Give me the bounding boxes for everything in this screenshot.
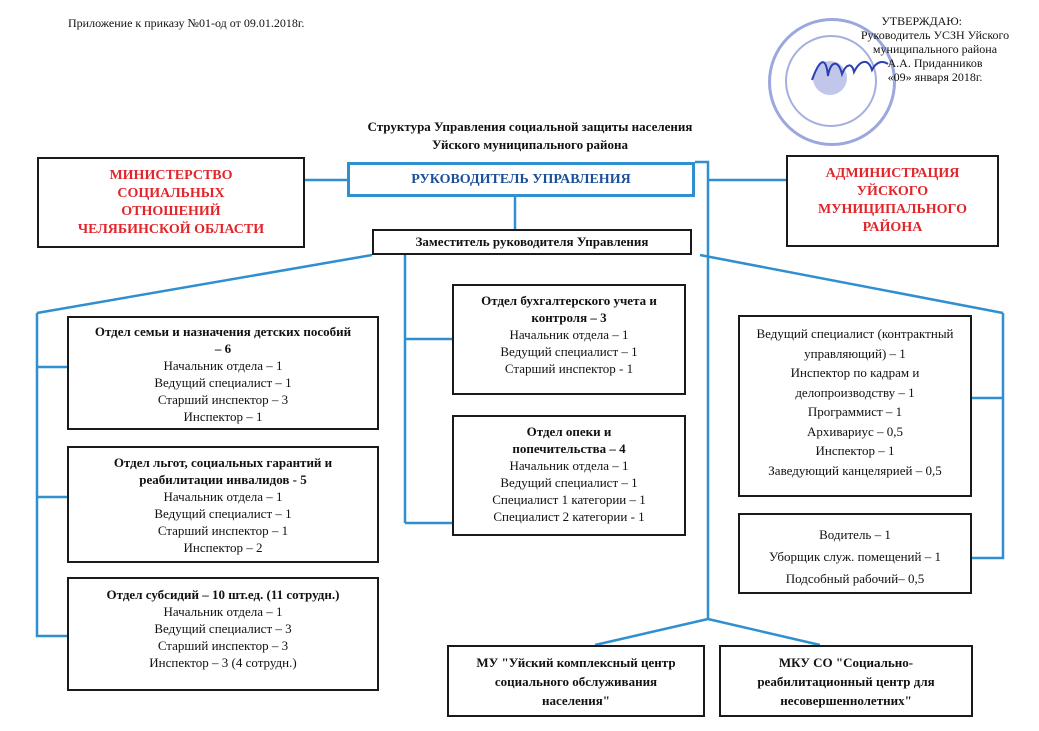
center-rehabilitation: МКУ СО "Социально-реабилитационный центр… (719, 645, 973, 717)
center-social-service-label: МУ "Уйский комплексный центр социального… (476, 655, 676, 708)
staff-box: Ведущий специалист (контрактный управляю… (738, 315, 972, 497)
approve-label: УТВЕРЖДАЮ: (881, 14, 962, 28)
dept-benefits-line: Инспектор – 2 (183, 540, 263, 555)
dept-guardianship-line: Начальник отдела – 1 (509, 458, 629, 473)
dept-benefits-line: Начальник отдела – 1 (163, 489, 283, 504)
dept-family-line: Ведущий специалист – 1 (154, 375, 292, 390)
staff-line: Заведующий канцелярией – 0,5 (768, 462, 942, 478)
dept-accounting-title: Отдел бухгалтерского учета и контроля – … (481, 293, 657, 325)
service-line: Водитель – 1 (819, 527, 891, 542)
administration-label: АДМИНИСТРАЦИЯ УЙСКОГО МУНИЦИПАЛЬНОГО РАЙ… (818, 166, 967, 235)
approve-date: «09» января 2018г. (887, 70, 983, 84)
dept-benefits-title: Отдел льгот, социальных гарантий и реаби… (113, 455, 333, 487)
dept-benefits: Отдел льгот, социальных гарантий и реаби… (67, 446, 379, 563)
ministry-box: МИНИСТЕРСТВО СОЦИАЛЬНЫХ ОТНОШЕНИЙ ЧЕЛЯБИ… (37, 157, 305, 248)
approver-department: муниципального района (872, 42, 998, 56)
service-box: Водитель – 1 Уборщик служ. помещений – 1… (738, 513, 972, 594)
dept-benefits-line: Старший инспектор – 1 (157, 523, 289, 538)
dept-benefits-line: Ведущий специалист – 1 (154, 506, 292, 521)
ministry-label: МИНИСТЕРСТВО СОЦИАЛЬНЫХ ОТНОШЕНИЙ ЧЕЛЯБИ… (77, 167, 265, 237)
dept-guardianship: Отдел опеки и попечительства – 4 Начальн… (452, 415, 686, 536)
staff-line: Инспектор по кадрам и делопроизводству –… (790, 365, 920, 400)
approver-name: А.А. Приданников (887, 56, 983, 70)
dept-accounting-line: Старший инспектор - 1 (504, 361, 634, 376)
dept-accounting-line: Начальник отдела – 1 (509, 327, 629, 342)
title-line-1: Структура Управления социальной защиты н… (367, 119, 693, 134)
service-line: Уборщик служ. помещений – 1 (769, 549, 941, 564)
dept-family-title: Отдел семьи и назначения детских пособий… (94, 324, 352, 356)
deputy-box: Заместитель руководителя Управления (372, 229, 692, 255)
dept-family: Отдел семьи и назначения детских пособий… (67, 316, 379, 430)
staff-line: Программист – 1 (807, 404, 903, 419)
staff-line: Ведущий специалист (контрактный управляю… (756, 326, 954, 361)
dept-subsidies-line: Старший инспектор – 3 (157, 638, 289, 653)
approver-position: Руководитель УСЗН Уйского (860, 28, 1010, 42)
approve-block: УТВЕРЖДАЮ: Руководитель УСЗН Уйского мун… (840, 14, 1030, 84)
page-title: Структура Управления социальной защиты н… (300, 118, 760, 154)
staff-line: Инспектор – 1 (815, 443, 895, 458)
administration-box: АДМИНИСТРАЦИЯ УЙСКОГО МУНИЦИПАЛЬНОГО РАЙ… (786, 155, 999, 247)
dept-accounting-line: Ведущий специалист – 1 (500, 344, 638, 359)
center-social-service: МУ "Уйский комплексный центр социального… (447, 645, 705, 717)
center-rehabilitation-label: МКУ СО "Социально-реабилитационный центр… (757, 655, 935, 708)
deputy-label: Заместитель руководителя Управления (415, 234, 649, 249)
dept-family-line: Начальник отдела – 1 (163, 358, 283, 373)
dept-guardianship-line: Специалист 1 категории – 1 (492, 492, 646, 507)
title-line-2: Уйского муниципального района (431, 137, 629, 152)
dept-family-line: Инспектор – 1 (183, 409, 263, 424)
appendix-note: Приложение к приказу №01-од от 09.01.201… (68, 16, 305, 30)
dept-family-line: Старший инспектор – 3 (157, 392, 289, 407)
dept-subsidies-line: Инспектор – 3 (4 сотрудн.) (149, 655, 297, 670)
head-box: РУКОВОДИТЕЛЬ УПРАВЛЕНИЯ (347, 162, 695, 197)
signature (811, 61, 889, 81)
official-stamp (768, 18, 896, 146)
dept-subsidies-line: Ведущий специалист – 3 (154, 621, 292, 636)
dept-subsidies: Отдел субсидий – 10 шт.ед. (11 сотрудн.)… (67, 577, 379, 691)
dept-guardianship-line: Специалист 2 категории - 1 (493, 509, 645, 524)
service-line: Подсобный рабочий– 0,5 (785, 571, 925, 586)
dept-subsidies-title: Отдел субсидий – 10 шт.ед. (11 сотрудн.) (106, 587, 340, 602)
dept-accounting: Отдел бухгалтерского учета и контроля – … (452, 284, 686, 395)
staff-line: Архивариус – 0,5 (806, 423, 904, 439)
dept-guardianship-title: Отдел опеки и попечительства – 4 (512, 424, 626, 456)
dept-guardianship-line: Ведущий специалист – 1 (500, 475, 638, 490)
dept-subsidies-line: Начальник отдела – 1 (163, 604, 283, 619)
head-label: РУКОВОДИТЕЛЬ УПРАВЛЕНИЯ (411, 172, 631, 187)
